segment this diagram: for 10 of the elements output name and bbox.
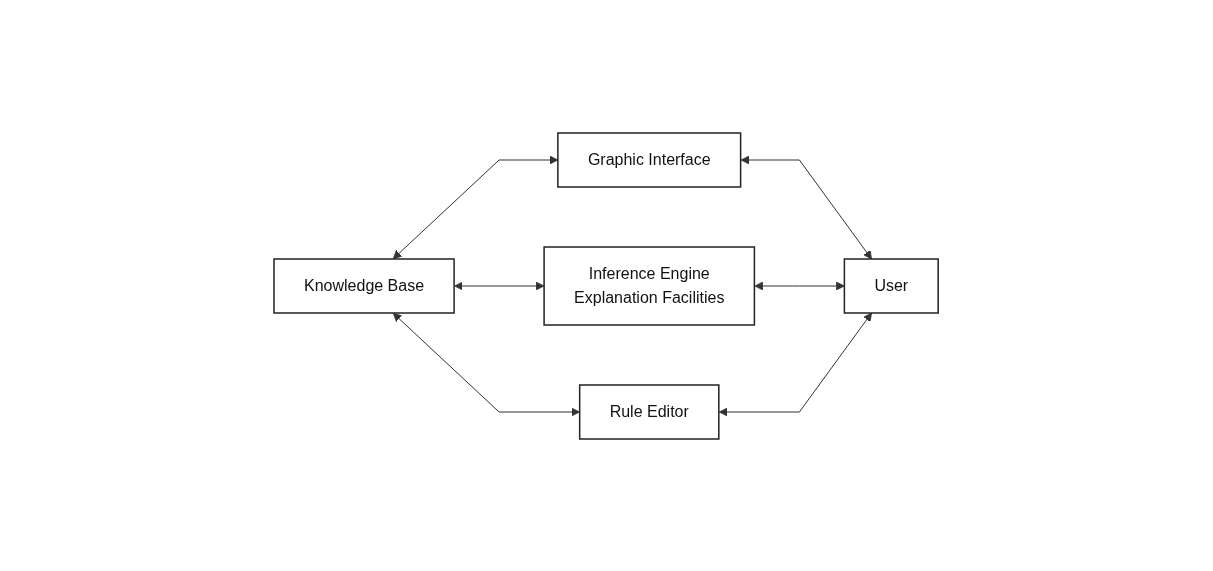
arrow [719, 312, 873, 416]
node-box: Knowledge Base [273, 257, 456, 314]
arrow [393, 155, 559, 259]
node-box: User [844, 257, 940, 314]
node-box: Rule Editor [579, 383, 720, 440]
arrow [741, 155, 873, 259]
node-box: Inference Engine Explanation Facilities [543, 245, 756, 326]
node-box: Graphic Interface [557, 131, 742, 188]
arrow [454, 281, 545, 290]
arrow [393, 312, 581, 416]
